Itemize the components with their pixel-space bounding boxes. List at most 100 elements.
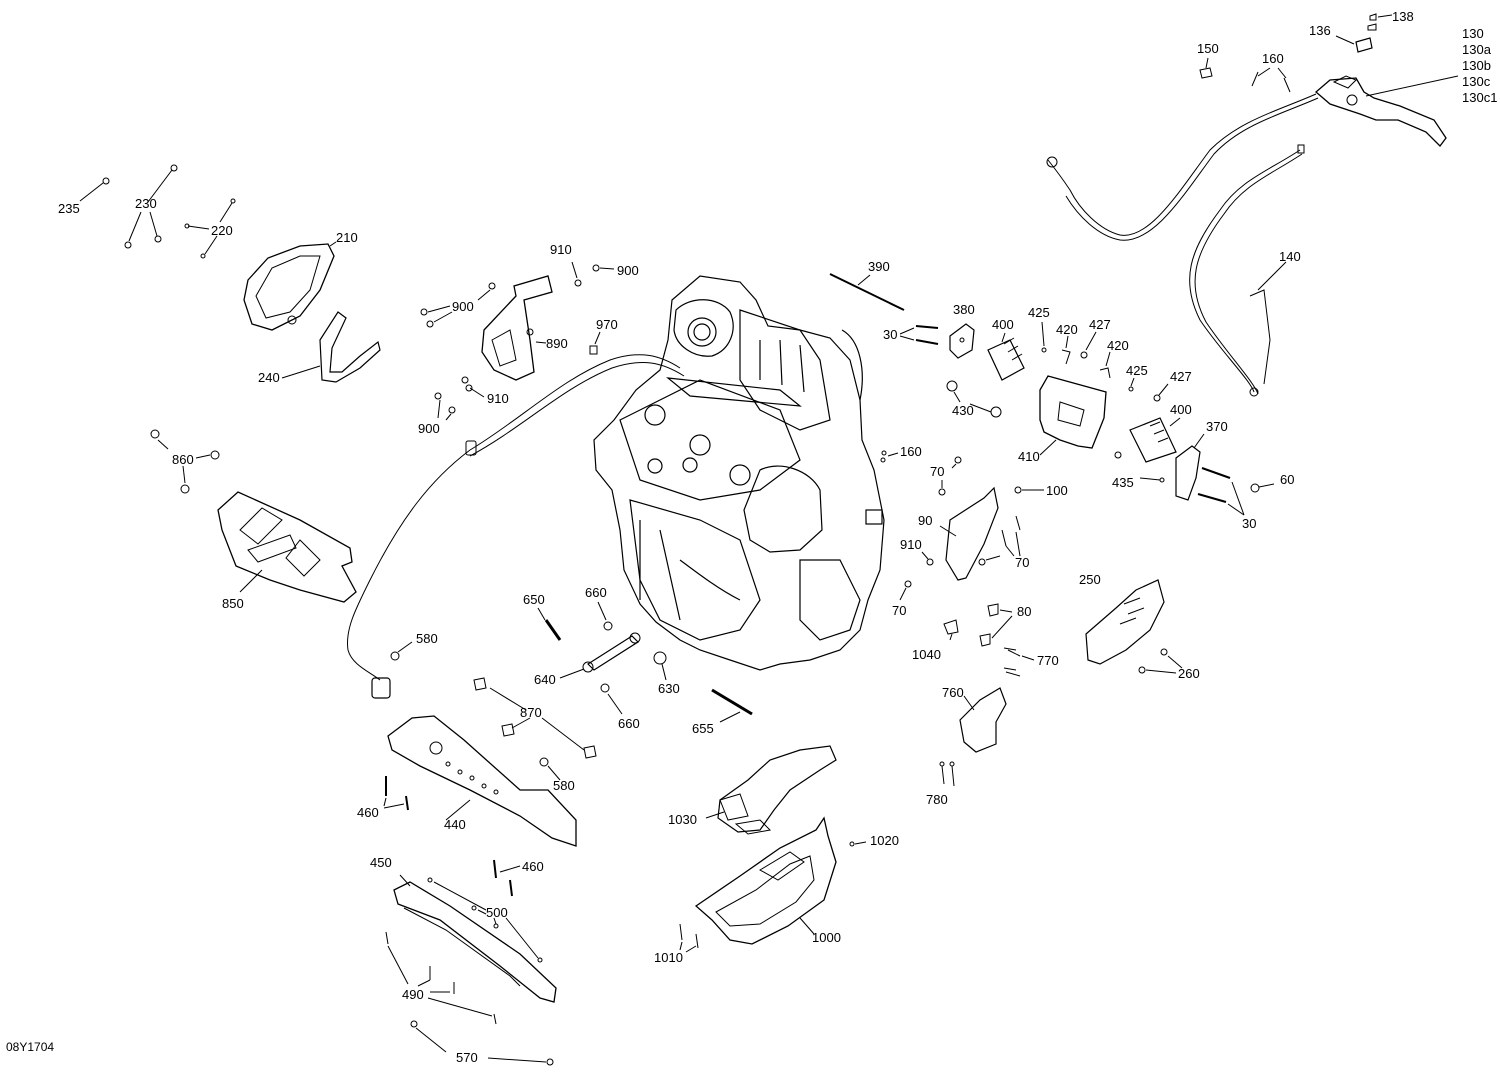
hose-140 xyxy=(1046,93,1319,397)
label-130c1: 130c1 xyxy=(1462,90,1498,105)
bolts-460b xyxy=(493,859,521,897)
bolts-490 xyxy=(385,931,497,1025)
label-390: 390 xyxy=(868,259,890,274)
label-130: 130 xyxy=(1462,26,1484,41)
label-220: 220 xyxy=(211,223,233,238)
label-210: 210 xyxy=(336,230,358,245)
label-30-right: 30 xyxy=(1242,516,1257,531)
label-570: 570 xyxy=(456,1050,478,1065)
nut-580b xyxy=(539,757,561,781)
parts-80-1040 xyxy=(943,603,1013,647)
fasteners-260 xyxy=(1138,648,1183,674)
fasteners-230 xyxy=(124,164,178,249)
stud-650 xyxy=(537,607,562,641)
label-655: 655 xyxy=(692,721,714,736)
label-780: 780 xyxy=(926,792,948,807)
drawing-code: 08Y1704 xyxy=(6,1040,55,1054)
bracket-370 xyxy=(1114,433,1205,501)
cover-250 xyxy=(1085,579,1165,665)
parts-500 xyxy=(427,877,543,963)
label-80: 80 xyxy=(1017,604,1032,619)
label-420-top: 420 xyxy=(1056,322,1078,337)
label-70-top: 70 xyxy=(930,464,945,479)
label-910-top: 910 xyxy=(550,242,572,257)
rod-640 xyxy=(559,632,641,679)
label-1010: 1010 xyxy=(654,950,683,965)
bracket-440 xyxy=(387,715,577,847)
parts-770 xyxy=(1003,647,1035,677)
bolt-655 xyxy=(711,688,753,723)
part-400-right xyxy=(1129,417,1181,463)
label-240: 240 xyxy=(258,370,280,385)
part-136 xyxy=(1335,35,1373,53)
label-435: 435 xyxy=(1112,475,1134,490)
label-890: 890 xyxy=(546,336,568,351)
skid-plate-1000 xyxy=(694,816,837,945)
clip-160 xyxy=(1251,67,1291,93)
label-860: 860 xyxy=(172,452,194,467)
bracket-380 xyxy=(949,323,975,359)
label-900-left: 900 xyxy=(452,299,474,314)
label-1030: 1030 xyxy=(668,812,697,827)
label-870: 870 xyxy=(520,705,542,720)
label-630: 630 xyxy=(658,681,680,696)
bolts-570 xyxy=(410,1020,554,1066)
label-460-right: 460 xyxy=(522,859,544,874)
nut-580a xyxy=(390,641,413,661)
label-70-low: 70 xyxy=(892,603,907,618)
label-138: 138 xyxy=(1392,9,1414,24)
label-370: 370 xyxy=(1206,419,1228,434)
label-70-right: 70 xyxy=(1015,555,1030,570)
fasteners-900-910 xyxy=(420,261,615,421)
label-stack-130: 130 130a 130b 130c 130c1 xyxy=(1462,26,1497,106)
label-460-left: 460 xyxy=(357,805,379,820)
label-260: 260 xyxy=(1178,666,1200,681)
bracket-450 xyxy=(393,874,557,1003)
label-235: 235 xyxy=(58,201,80,216)
label-440: 440 xyxy=(444,817,466,832)
label-140: 140 xyxy=(1279,249,1301,264)
label-130c: 130c xyxy=(1462,74,1491,89)
parts-870 xyxy=(473,677,597,759)
bracket-760 xyxy=(959,687,1007,753)
label-100: 100 xyxy=(1046,483,1068,498)
label-420-mid: 420 xyxy=(1107,338,1129,353)
label-30-left: 30 xyxy=(883,327,898,342)
label-136: 136 xyxy=(1309,23,1331,38)
parts-430 xyxy=(946,380,1002,418)
label-650: 650 xyxy=(523,592,545,607)
label-580-low: 580 xyxy=(553,778,575,793)
label-410: 410 xyxy=(1018,449,1040,464)
label-1000: 1000 xyxy=(812,930,841,945)
label-770: 770 xyxy=(1037,653,1059,668)
label-660-top: 660 xyxy=(585,585,607,600)
label-490: 490 xyxy=(402,987,424,1002)
label-160-mid: 160 xyxy=(900,444,922,459)
bolts-460a xyxy=(383,776,409,811)
label-900-top: 900 xyxy=(617,263,639,278)
label-660-low: 660 xyxy=(618,716,640,731)
cover-210 xyxy=(243,241,337,331)
parts-400-420-425-427 xyxy=(987,321,1169,402)
nuts-660 xyxy=(597,601,623,715)
fasteners-70-910 xyxy=(899,515,1021,601)
bracket-90 xyxy=(939,486,1044,581)
fasteners-860 xyxy=(150,429,220,494)
label-900-low: 900 xyxy=(418,421,440,436)
label-130b: 130b xyxy=(1462,58,1491,73)
label-400-right: 400 xyxy=(1170,402,1192,417)
label-910-right: 910 xyxy=(900,537,922,552)
bushing-630 xyxy=(653,651,667,681)
label-150: 150 xyxy=(1197,41,1219,56)
guard-1030 xyxy=(705,745,837,835)
bracket-890 xyxy=(481,275,553,381)
label-250: 250 xyxy=(1079,572,1101,587)
label-425-mid: 425 xyxy=(1126,363,1148,378)
label-760: 760 xyxy=(942,685,964,700)
label-1040: 1040 xyxy=(912,647,941,662)
label-910-mid: 910 xyxy=(487,391,509,406)
panel-850 xyxy=(217,491,357,603)
label-60: 60 xyxy=(1280,472,1295,487)
bracket-410 xyxy=(1039,375,1107,456)
